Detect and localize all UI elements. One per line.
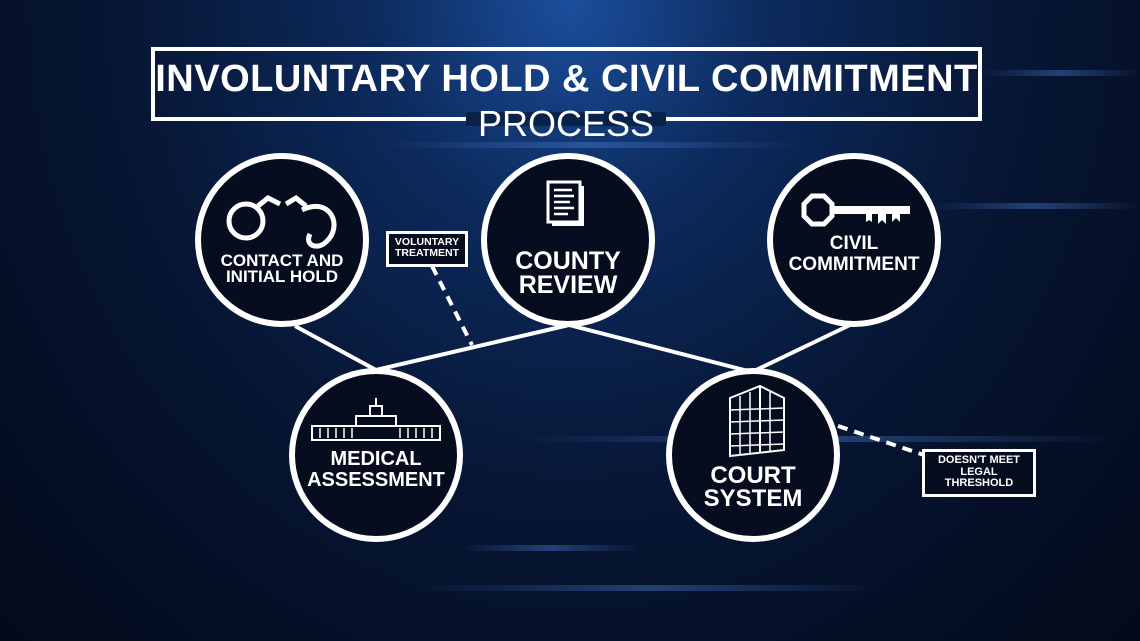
- node-contact-circle: [195, 153, 369, 327]
- node-county-label: COUNTY REVIEW: [515, 247, 621, 299]
- background-streak: [930, 203, 1140, 209]
- voluntary-treatment-tag: VOLUNTARY TREATMENT: [386, 231, 468, 267]
- node-court-circle: [666, 368, 840, 542]
- key-icon: [801, 193, 910, 227]
- connector-voluntary-dashed: [430, 265, 474, 346]
- node-civil-label: CIVIL COMMITMENT: [788, 233, 920, 275]
- connector-medical-county: [375, 323, 570, 372]
- diagram-subtitle: PROCESS: [477, 103, 655, 144]
- background-streak: [420, 585, 880, 591]
- background-streak: [980, 70, 1140, 76]
- node-medical-label: MEDICAL ASSESSMENT: [307, 448, 445, 491]
- node-county-circle: [481, 153, 655, 327]
- hospital-building-icon: [311, 398, 441, 441]
- node-court-label: COURT SYSTEM: [703, 462, 803, 512]
- connector-contact-medical: [294, 324, 377, 372]
- connector-county-court: [568, 323, 753, 374]
- connector-civil-court: [751, 323, 851, 374]
- background-streak: [380, 142, 800, 148]
- connector-threshold-dashed: [837, 424, 925, 457]
- background-streak: [460, 545, 640, 551]
- legal-threshold-tag: DOESN'T MEET LEGAL THRESHOLD: [922, 449, 1036, 497]
- handcuffs-icon: [226, 194, 337, 249]
- court-building-icon: [729, 384, 785, 458]
- document-icon: [546, 180, 584, 226]
- subtitle-frame-gap: [466, 112, 666, 126]
- node-medical-circle: [289, 368, 463, 542]
- diagram-title: INVOLUNTARY HOLD & CIVIL COMMITMENT: [155, 58, 978, 100]
- node-contact-label: CONTACT AND INITIAL HOLD: [220, 251, 344, 287]
